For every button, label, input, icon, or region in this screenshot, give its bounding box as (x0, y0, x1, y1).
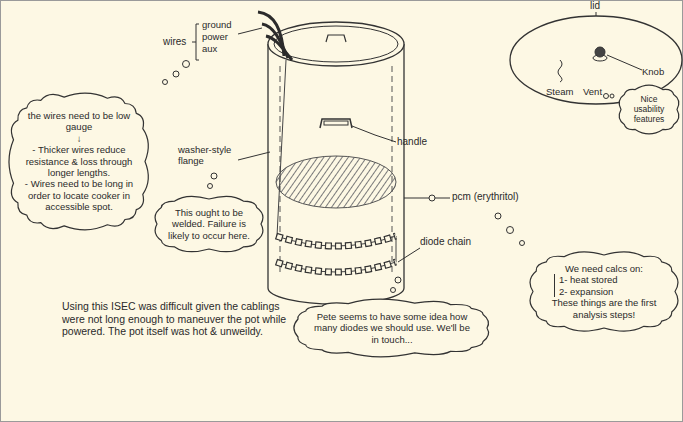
leader-line (238, 28, 262, 34)
thought-bubble (610, 94, 614, 98)
thought-bubble (173, 71, 179, 77)
steam-vent (558, 60, 562, 82)
chain-wire (396, 236, 397, 262)
cloud-shape (619, 85, 679, 134)
note-text: 1- heat stored (554, 274, 664, 285)
thought-bubble (211, 173, 217, 179)
pot-wall (403, 44, 404, 288)
chain-wire (276, 236, 396, 246)
note-text: We need calcs on: (544, 263, 664, 274)
note-text: Nice usability features (625, 94, 673, 125)
wire-bracket (192, 24, 199, 60)
wire (266, 36, 292, 60)
thought-cloud: This ought to be welded. Failure is like… (152, 194, 266, 254)
diode-symbol (276, 236, 396, 246)
chain-wire (276, 262, 396, 272)
cloud-shape (294, 299, 489, 357)
diode-symbol (276, 236, 396, 246)
inner-wall (392, 66, 393, 276)
thought-bubble (183, 61, 190, 68)
thought-bubble (391, 288, 396, 293)
note-text: 2- expansion (554, 286, 664, 297)
annotation-label: ground (202, 19, 232, 30)
annotation-label: Steam (546, 86, 573, 97)
knob (595, 47, 605, 57)
annotation-label: Using this ISEC was difficult given the … (62, 300, 288, 338)
pot-rim (268, 22, 404, 66)
annotation-label: lid (590, 0, 600, 12)
annotation-label: pcm (erythritol) (452, 191, 519, 203)
thought-bubble (507, 227, 514, 234)
leader-line (596, 12, 597, 16)
note-text: - Thicker wires reduce resistance & loss… (24, 144, 134, 178)
note-text: - Wires need to be long in order to loca… (24, 178, 134, 212)
annotation-label: washer-style flange (178, 144, 240, 167)
wire-run (277, 60, 286, 236)
thought-cloud: Pete seems to have some idea how many di… (292, 298, 492, 358)
thought-cloud: Nice usability features (616, 84, 682, 135)
annotation-label: Vent (583, 86, 602, 97)
annotation-label: wires (163, 36, 186, 48)
leader-dot (429, 195, 435, 201)
leader-line (352, 126, 396, 142)
cloud-shape (9, 93, 148, 230)
thought-cloud: the wires need to be low gauge↓- Thicker… (8, 92, 150, 231)
lid-handle (326, 35, 346, 42)
thought-cloud: We need calcs on:1- heat stored2- expans… (528, 250, 680, 333)
note-text: the wires need to be low gauge (24, 110, 134, 133)
pot-handle (324, 121, 348, 125)
pot-handle (320, 119, 352, 128)
wire (258, 12, 284, 56)
note-text: This ought to be welded. Failure is like… (165, 207, 253, 241)
pot-wall (267, 44, 268, 288)
annotation-label: diode chain (420, 236, 471, 248)
diode-symbol (276, 262, 396, 272)
annotation-label: handle (397, 136, 427, 148)
pcm-fill (276, 156, 396, 208)
leader-line (404, 198, 450, 199)
diode-symbol (276, 262, 396, 272)
note-text: ↓ (24, 133, 134, 144)
leader-line (398, 248, 420, 262)
thought-bubble (520, 241, 525, 246)
annotation-label: Knob (642, 66, 664, 77)
thought-bubble (604, 94, 609, 99)
annotation-label: power (202, 31, 228, 42)
leader-line (607, 55, 642, 70)
pot-lid (274, 26, 398, 62)
thought-bubble (395, 277, 401, 283)
cloud-shape (155, 196, 263, 251)
annotation-label: aux (202, 43, 217, 54)
thought-bubble (495, 213, 501, 219)
note-text: Pete seems to have some idea how many di… (310, 311, 474, 345)
thought-bubble (163, 80, 168, 85)
cloud-shape (530, 252, 678, 331)
leader-line (238, 152, 270, 160)
note-text: These things are the first analysis step… (544, 297, 664, 320)
thought-bubble (208, 184, 213, 189)
